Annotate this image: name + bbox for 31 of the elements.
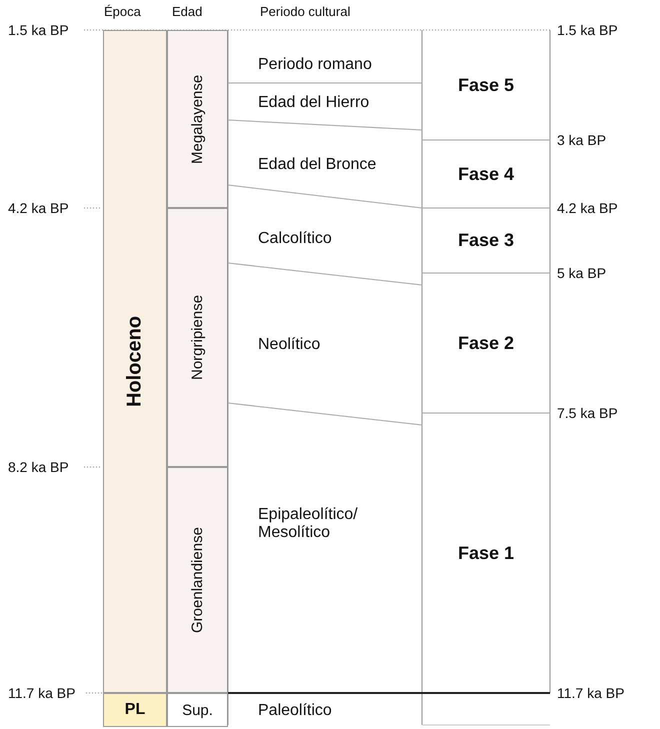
age-tick-label: 5 ka BP xyxy=(557,265,606,281)
age-tick-label: 1.5 ka BP xyxy=(8,22,69,38)
column-header: Periodo cultural xyxy=(260,4,350,19)
age-tick-label: 7.5 ka BP xyxy=(557,405,618,421)
age-tick-label: 1.5 ka BP xyxy=(557,22,618,38)
period-label: Calcolítico xyxy=(258,224,418,254)
age-tick-label: 11.7 ka BP xyxy=(557,685,624,701)
period-label: Epipaleolítico/ Mesolítico xyxy=(258,500,398,548)
phase-cell: Fase 2 xyxy=(422,273,550,413)
phase-cell: Fase 3 xyxy=(422,208,550,273)
period-label: Paleolítico xyxy=(258,696,418,726)
column-header: Época xyxy=(104,4,141,19)
phase-cell: Fase 1 xyxy=(422,413,550,693)
column-header: Edad xyxy=(172,4,202,19)
age-cell: Groenlandiense xyxy=(167,467,228,693)
age-tick-label: 8.2 ka BP xyxy=(8,459,69,475)
epoch-cell: Holoceno xyxy=(103,30,167,693)
age-tick-label: 3 ka BP xyxy=(557,132,606,148)
age-tick-label: 4.2 ka BP xyxy=(8,200,69,216)
period-label: Edad del Bronce xyxy=(258,150,418,180)
phase-cell: Fase 4 xyxy=(422,140,550,208)
age-cell: Megalayense xyxy=(167,30,228,208)
period-label: Neolítico xyxy=(258,330,418,360)
period-label: Edad del Hierro xyxy=(258,88,418,118)
epoch-cell: PL xyxy=(103,693,167,727)
age-cell: Norgripiense xyxy=(167,208,228,467)
phase-cell: Fase 5 xyxy=(422,30,550,140)
age-tick-label: 11.7 ka BP xyxy=(8,685,76,701)
age-tick-label: 4.2 ka BP xyxy=(557,200,618,216)
age-cell: Sup. xyxy=(167,693,228,727)
period-label: Periodo romano xyxy=(258,50,418,80)
